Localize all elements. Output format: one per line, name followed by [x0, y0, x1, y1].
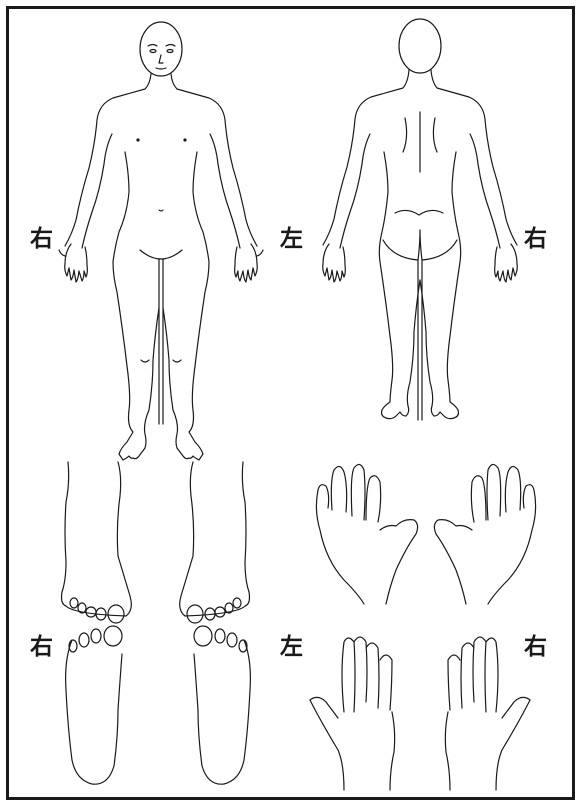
back-body-figure — [323, 19, 518, 420]
feet-soles — [66, 626, 251, 784]
hands-back-view — [310, 637, 530, 790]
feet-top-view — [62, 462, 250, 623]
palms — [316, 464, 535, 604]
front-body-figure — [59, 22, 263, 460]
